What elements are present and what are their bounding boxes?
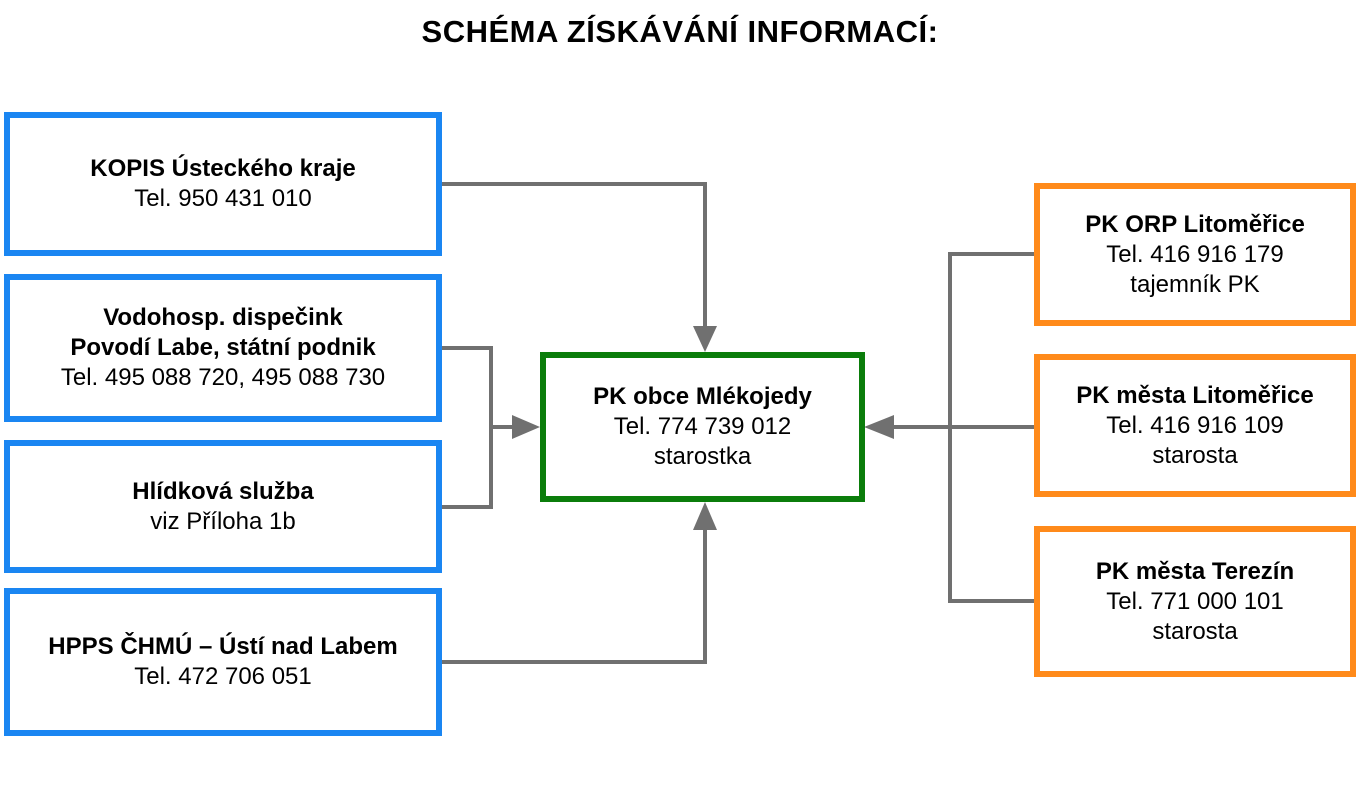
node-mesta-litomerice: PK města Litoměřice Tel. 416 916 109 sta… bbox=[1034, 354, 1356, 497]
arrowhead-right bbox=[864, 415, 894, 439]
arrowhead-top bbox=[693, 326, 717, 352]
node-vodohosp: Vodohosp. dispečink Povodí Labe, státní … bbox=[4, 274, 442, 422]
arrowhead-bottom bbox=[693, 502, 717, 530]
node-orp-tel: Tel. 416 916 179 bbox=[1106, 240, 1284, 268]
node-orp-name: PK ORP Litoměřice bbox=[1085, 210, 1305, 238]
node-hpps: HPPS ČHMÚ – Ústí nad Labem Tel. 472 706 … bbox=[4, 588, 442, 736]
arrowhead-left bbox=[512, 415, 540, 439]
node-center-role: starostka bbox=[653, 443, 752, 470]
node-vodohosp-name-line2: Povodí Labe, státní podnik bbox=[70, 334, 376, 361]
diagram-title: SCHÉMA ZÍSKÁVÁNÍ INFORMACÍ: bbox=[421, 14, 939, 49]
connector-hlidkova bbox=[442, 427, 493, 509]
node-terezin-role: starosta bbox=[1152, 617, 1238, 645]
node-terezin-name: PK města Terezín bbox=[1095, 557, 1295, 585]
connector-kopis bbox=[442, 182, 707, 328]
node-vodohosp-name-line1: Vodohosp. dispečink bbox=[103, 304, 343, 331]
connector-hpps bbox=[442, 528, 707, 664]
node-vodohosp-tel: Tel. 495 088 720, 495 088 730 bbox=[60, 364, 386, 391]
node-mesta-terezin: PK města Terezín Tel. 771 000 101 staros… bbox=[1034, 526, 1356, 677]
node-orp-role: tajemník PK bbox=[1130, 270, 1260, 298]
node-hlidkova-note: viz Příloha 1b bbox=[150, 507, 296, 535]
node-center-name: PK obce Mlékojedy bbox=[593, 383, 812, 410]
node-orp-litomerice: PK ORP Litoměřice Tel. 416 916 179 tajem… bbox=[1034, 183, 1356, 326]
node-kopis-tel: Tel. 950 431 010 bbox=[134, 185, 312, 212]
node-hpps-tel: Tel. 472 706 051 bbox=[134, 663, 312, 690]
node-hlidkova-name: Hlídková služba bbox=[132, 477, 314, 505]
node-mesta-litomerice-role: starosta bbox=[1152, 441, 1238, 469]
node-hlidkova: Hlídková služba viz Příloha 1b bbox=[4, 440, 442, 573]
node-center: PK obce Mlékojedy Tel. 774 739 012 staro… bbox=[540, 352, 865, 502]
node-terezin-tel: Tel. 771 000 101 bbox=[1106, 587, 1284, 615]
connector-vodohosp bbox=[442, 346, 493, 427]
node-mesta-litomerice-name: PK města Litoměřice bbox=[1076, 381, 1314, 409]
node-mesta-litomerice-tel: Tel. 416 916 109 bbox=[1106, 411, 1284, 439]
node-hpps-name: HPPS ČHMÚ – Ústí nad Labem bbox=[48, 633, 398, 660]
node-kopis: KOPIS Ústeckého kraje Tel. 950 431 010 bbox=[4, 112, 442, 256]
node-kopis-name: KOPIS Ústeckého kraje bbox=[90, 155, 356, 182]
node-center-tel: Tel. 774 739 012 bbox=[613, 413, 792, 440]
